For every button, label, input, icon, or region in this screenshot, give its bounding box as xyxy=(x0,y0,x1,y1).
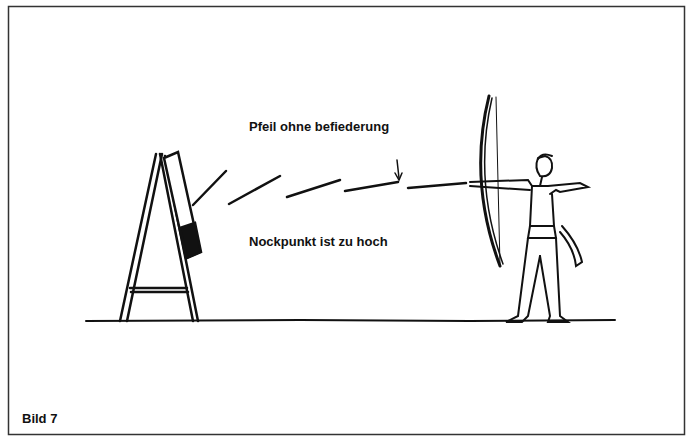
figure-caption: Bild 7 xyxy=(22,411,57,427)
annotation-label: Nockpunkt ist zu hoch xyxy=(249,234,388,250)
annotation-label: Pfeil ohne befiederung xyxy=(249,119,389,135)
leader-line xyxy=(397,160,399,178)
arrow-flight xyxy=(193,171,466,205)
leader-head xyxy=(395,173,402,180)
target-board xyxy=(164,152,201,258)
archer xyxy=(470,155,588,322)
frame xyxy=(9,7,685,435)
ground-line xyxy=(86,320,615,321)
